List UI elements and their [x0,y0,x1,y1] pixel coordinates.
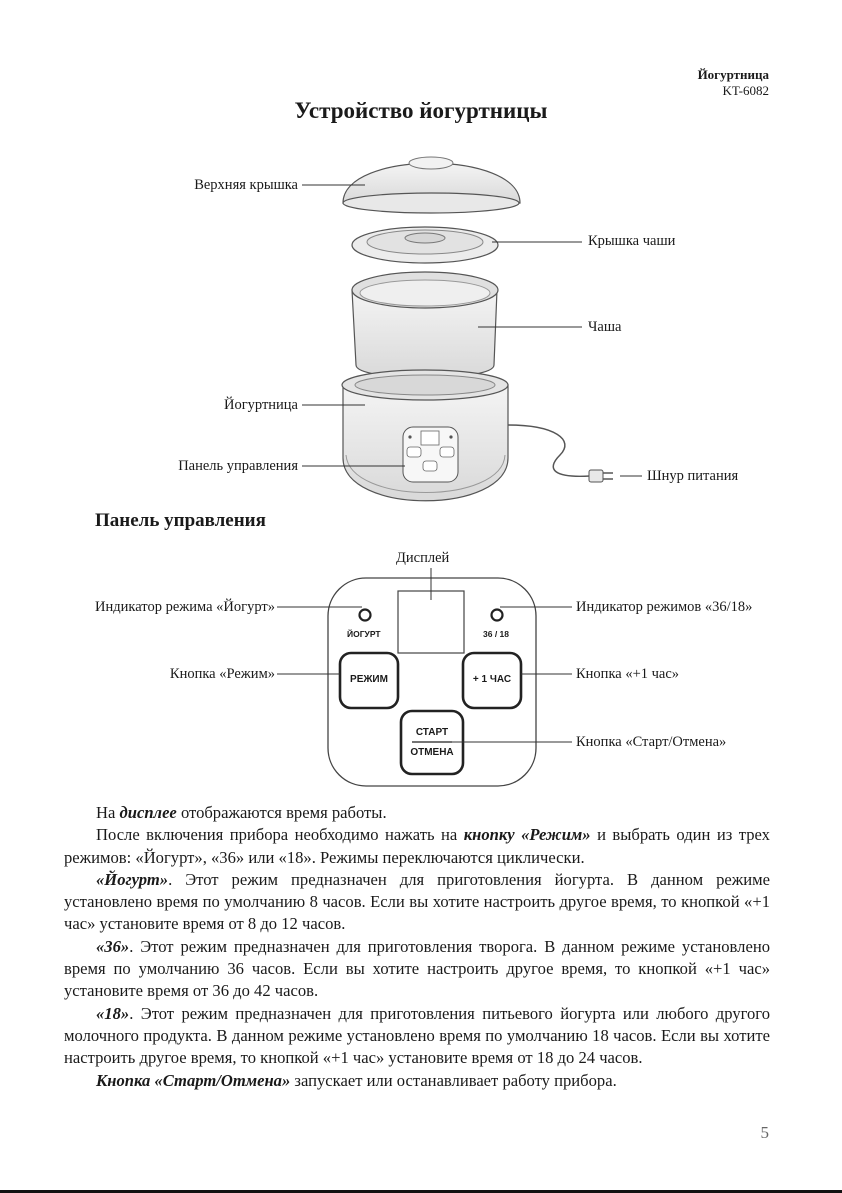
label-start-cancel-button: Кнопка «Старт/Отмена» [576,734,727,750]
label-power-cord: Шнур питания [647,468,739,484]
cancel-button-text[interactable]: ОТМЕНА [410,747,454,758]
yogurt-indicator-led [358,608,372,622]
header-brand: Йогуртница [697,67,769,82]
mode-button-shape [338,651,400,710]
paragraph-display: На дисплее отображаются время работы. [96,803,387,822]
instructions-text: На дисплее отображаются время работы. По… [64,802,770,1092]
plus-hour-button-shape [461,651,523,710]
power-cord-shape [507,424,613,483]
bowl-lid-shape [351,226,499,264]
label-display: Дисплей [396,550,450,566]
label-bowl-lid: Крышка чаши [588,233,676,249]
paragraph-yogurt-mode: «Йогурт». Этот режим предназначен для пр… [64,869,770,934]
yogurt-maker-illustration [302,156,642,502]
base-shape [341,369,509,502]
header-model: KT-6082 [722,83,769,98]
paragraph-start-cancel: Кнопка «Старт/Отмена» запускает или оста… [96,1070,617,1090]
label-top-lid: Верхняя крышка [194,177,298,193]
label-yogurt-maker: Йогуртница [223,397,298,413]
mode-indicator-text: 36 / 18 [483,629,509,639]
label-mode-indicator: Индикатор режимов «36/18» [576,599,753,615]
page-title: Устройство йогуртницы [294,98,548,123]
label-control-panel: Панель управления [178,458,298,474]
section-title: Панель управления [95,510,266,531]
mode-indicator-led [490,608,504,622]
label-plus-hour-button: Кнопка «+1 час» [576,666,680,682]
bowl-shape [351,271,499,379]
page-number: 5 [760,1123,770,1142]
start-button-text[interactable]: СТАРТ [415,727,449,738]
paragraph-18-mode: «18». Этот режим предназначен для пригот… [64,1003,770,1068]
mode-button[interactable]: РЕЖИМ [350,674,388,685]
yogurt-indicator-text: ЙОГУРТ [347,629,381,639]
control-panel-diagram [277,568,572,787]
plus-hour-button[interactable]: + 1 ЧАС [472,674,512,685]
label-yogurt-indicator: Индикатор режима «Йогурт» [95,599,275,615]
top-lid-shape [342,156,521,214]
label-mode-button: Кнопка «Режим» [169,666,275,682]
paragraph-mode-button: После включения прибора необходимо нажат… [64,825,770,867]
bottom-border [0,1190,842,1193]
paragraph-36-mode: «36». Этот режим предназначен для пригот… [64,936,770,1001]
label-bowl: Чаша [588,319,622,335]
